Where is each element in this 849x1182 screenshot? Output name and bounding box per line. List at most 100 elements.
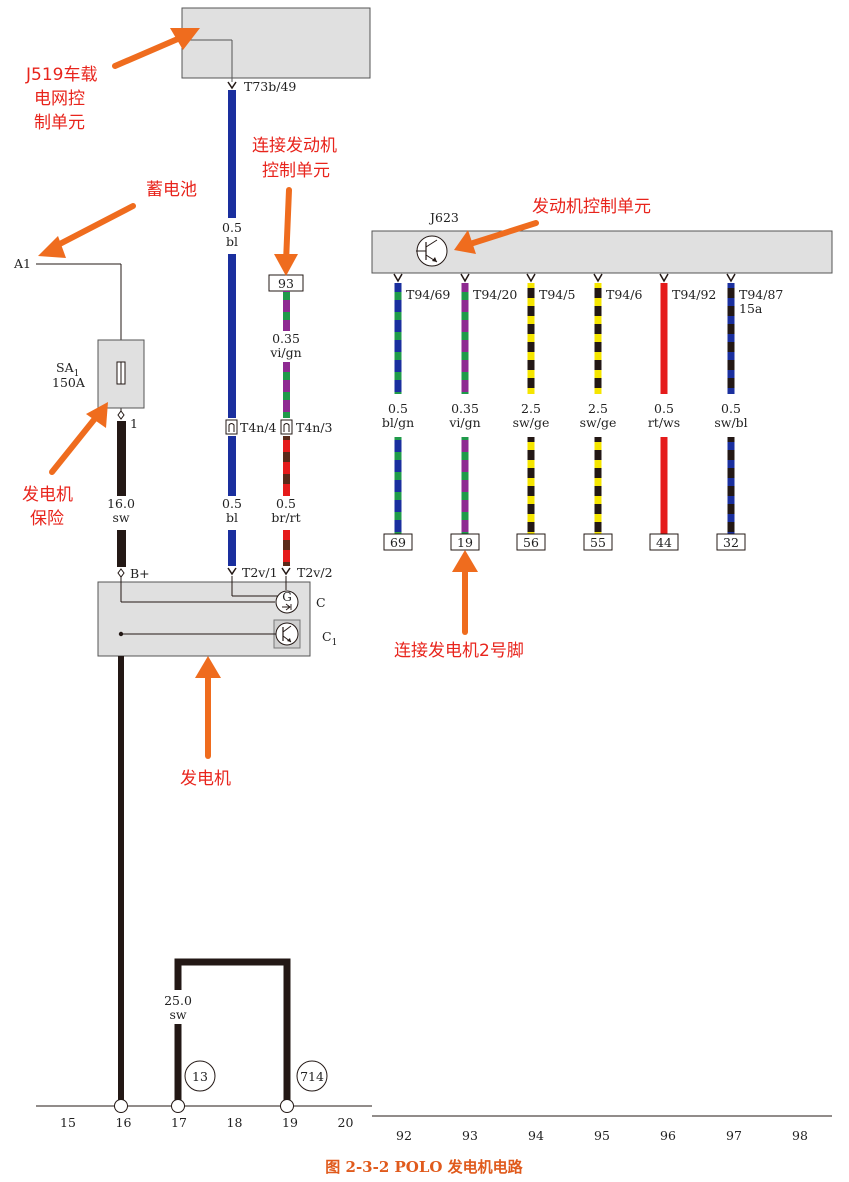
wire-color: bl [226,510,238,525]
scale-label: 19 [282,1115,298,1130]
wire-segment [527,437,535,535]
generator-symbol: G [282,590,292,604]
annotation-fuse-line1: 发电机 [22,485,73,505]
scale-label: 18 [227,1115,243,1130]
pin-box-label: 56 [523,535,539,550]
pin-box [383,533,413,551]
fuse-sa1: SA1 150A 1 [52,339,145,431]
wire-size: 0.5 [721,401,741,416]
annotation-fuse-line2: 保险 [30,509,64,529]
ecu-j623: J623 [371,210,833,274]
wire-size: 25.0 [164,993,192,1008]
wire-segment [394,437,402,535]
figure-caption: 图 2-3-2 POLO 发电机电路 [325,1158,523,1176]
wire-segment [527,283,535,394]
pin-box-93: 93 [278,276,294,291]
wire-segment [727,283,735,394]
pin-connector [593,273,603,283]
wire-sw-battery-generator: 16.0 sw B+ [107,421,150,581]
connector-t2v: T2v/1 T2v/2 [227,565,333,580]
pin-label: T94/87 [739,287,783,302]
ground-point-13: 13 [192,1069,208,1084]
wire-color: sw/bl [714,415,747,430]
j519-module [181,7,371,82]
annotation-j519-line3: 制单元 [34,113,85,133]
wire-color: sw [169,1007,186,1022]
annotation-texts: J519车载 电网控 制单元 蓄电池 连接发动机 控制单元 发动机控制单元 发电… [22,65,651,789]
wire-segment [394,283,402,394]
annotation-j519-line2: 电网控 [34,89,85,109]
wire-color: br/rt [271,510,300,525]
ground-point-714: 714 [300,1069,324,1084]
scale-label: 20 [338,1115,354,1130]
wire-vign-ecu-generator: 93 0.35 vi/gn 0.5 br/rt [268,274,304,566]
annotation-ecu-connect-line1: 连接发动机 [252,136,337,156]
wire-segment [594,437,602,535]
wire-segment [660,437,668,535]
pin-label: T94/6 [606,287,642,302]
bplus-label: B+ [130,566,150,581]
fuse-pin-label: 1 [130,416,138,431]
scale-label: 15 [60,1115,76,1130]
pin-box [583,533,613,551]
pin-box [649,533,679,551]
wire-size: 0.35 [272,331,300,346]
annotation-battery: 蓄电池 [146,180,197,200]
annotation-ecu-connect-line2: 控制单元 [262,161,330,181]
wire-color: bl/gn [382,415,414,430]
pin-label: T94/20 [473,287,517,302]
wire-generator-ground [118,656,124,1104]
pin-box-label: 32 [723,535,739,550]
pin-label-t73b-49: T73b/49 [244,79,296,94]
annotation-arrows [38,28,539,759]
wire-color: sw/ge [513,415,550,430]
pin-connector [659,273,669,283]
wire-segment [594,283,602,394]
pin-box-label: 69 [390,535,406,550]
scale-label: 94 [528,1128,544,1143]
scale-label: 93 [462,1128,478,1143]
wire-color: bl [226,234,238,249]
pin-box [516,533,546,551]
wire-size: 16.0 [107,496,135,511]
fuse-label: SA1 [56,360,79,379]
wire-segment [727,437,735,535]
wire-bl-j519-generator: 0.5 bl 0.5 bl [222,90,242,566]
wire-segment [660,283,668,394]
annotation-ecu: 发动机控制单元 [532,197,651,217]
scale-label: 98 [792,1128,808,1143]
regulator-label: C1 [322,629,337,648]
scale-label: 16 [116,1115,132,1130]
pin-label: T94/69 [406,287,450,302]
wire-size: 0.5 [276,496,296,511]
annotation-j519-line1: J519车载 [25,65,97,85]
battery-label: A1 [13,256,31,271]
wire-segment [461,283,469,394]
pin-extra-label: 15a [739,301,763,316]
wire-color: sw/ge [580,415,617,430]
fuse-rating: 150A [52,375,86,390]
annotation-gen-pin2: 连接发电机2号脚 [394,641,524,661]
wire-color: vi/gn [448,415,480,430]
pin-label-t2v-1: T2v/1 [242,565,278,580]
wire-size: 0.5 [222,220,242,235]
wire-color: rt/ws [648,415,680,430]
scale-label: 17 [171,1115,187,1130]
wire-size: 2.5 [521,401,541,416]
scale-label: 97 [726,1128,742,1143]
wire-size: 2.5 [588,401,608,416]
pin-box-label: 44 [656,535,672,550]
wire-size: 0.5 [222,496,242,511]
connector-t4n: T4n/4 T4n/3 [225,419,333,435]
scale-label: 96 [660,1128,676,1143]
pin-box [716,533,746,551]
pin-label: T94/92 [672,287,716,302]
pin-box-label: 19 [457,535,473,550]
